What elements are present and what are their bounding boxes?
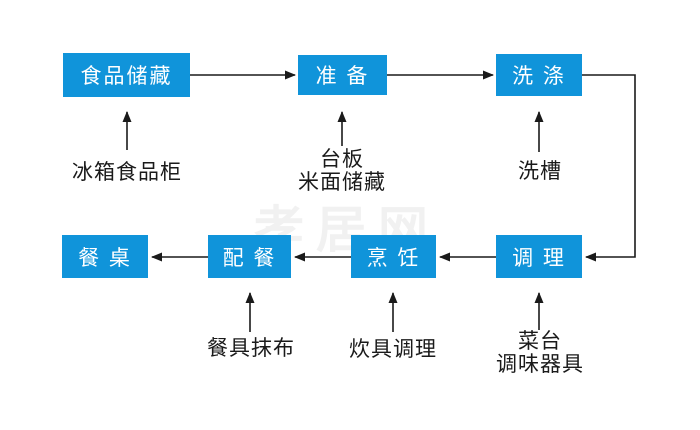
label-cookware-conditioning: 炊具调理 (349, 338, 437, 361)
label-fridge-food-cabinet: 冰箱食品柜 (72, 161, 182, 184)
node-condition: 调 理 (496, 235, 582, 278)
node-cook: 烹 饪 (351, 235, 436, 278)
node-serve: 配 餐 (208, 235, 291, 278)
node-prepare: 准 备 (298, 55, 387, 95)
node-food-storage: 食品储藏 (63, 53, 190, 97)
label-tableware-cloth: 餐具抹布 (207, 337, 295, 360)
arrow-wash-to-condition (582, 74, 636, 262)
label-counter-rice-storage: 台板 米面储藏 (298, 148, 386, 194)
node-wash: 洗 涤 (496, 54, 582, 96)
node-dining-table: 餐 桌 (62, 235, 148, 278)
label-sink: 洗槽 (518, 160, 562, 183)
label-veg-counter-seasoning: 菜台 调味器具 (496, 330, 584, 376)
